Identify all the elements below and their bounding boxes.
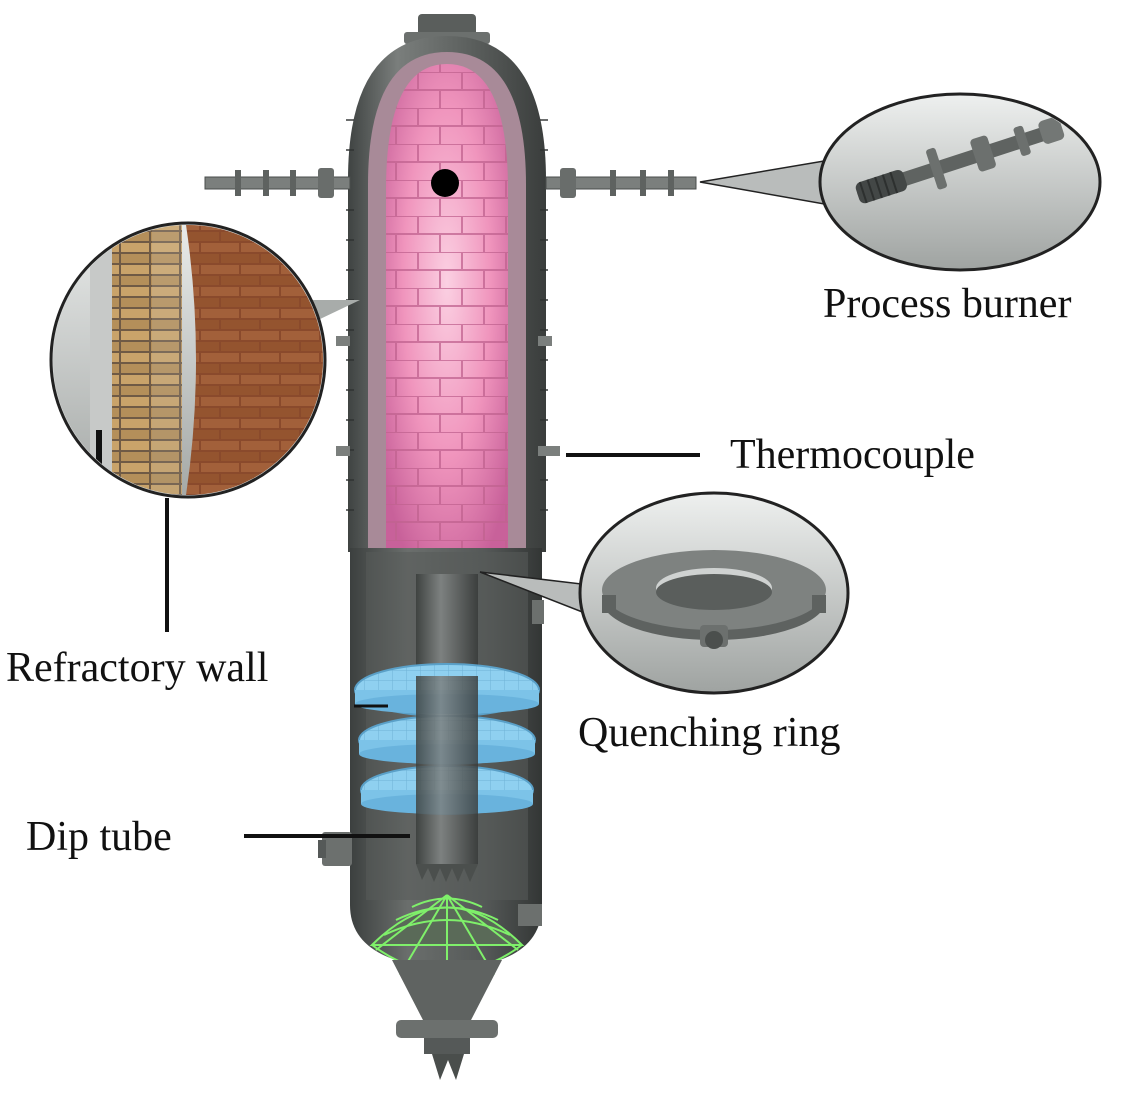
label-quenching-ring: Quenching ring bbox=[578, 710, 841, 756]
refractory-wall-callout bbox=[49, 221, 360, 632]
label-dip-tube: Dip tube bbox=[26, 814, 172, 860]
ring-icon bbox=[602, 550, 826, 649]
brick-wall-icon bbox=[53, 225, 323, 495]
process-burner-callout bbox=[699, 92, 1102, 272]
burner-icon bbox=[855, 116, 1065, 204]
thermocouple-nozzle bbox=[538, 446, 560, 456]
top-nozzle bbox=[418, 14, 476, 36]
bottom-cone bbox=[392, 960, 502, 1022]
label-thermocouple: Thermocouple bbox=[730, 432, 975, 478]
quench-baffles bbox=[354, 663, 540, 816]
label-refractory-wall: Refractory wall bbox=[6, 645, 269, 691]
gasifier-vessel bbox=[204, 14, 697, 1080]
quenching-ring-callout bbox=[479, 491, 850, 695]
burner-port bbox=[431, 169, 459, 197]
label-process-burner: Process burner bbox=[823, 281, 1072, 327]
side-nozzle bbox=[322, 832, 352, 866]
burner-pipe-left bbox=[204, 168, 351, 198]
burner-pipe-right bbox=[545, 168, 697, 198]
